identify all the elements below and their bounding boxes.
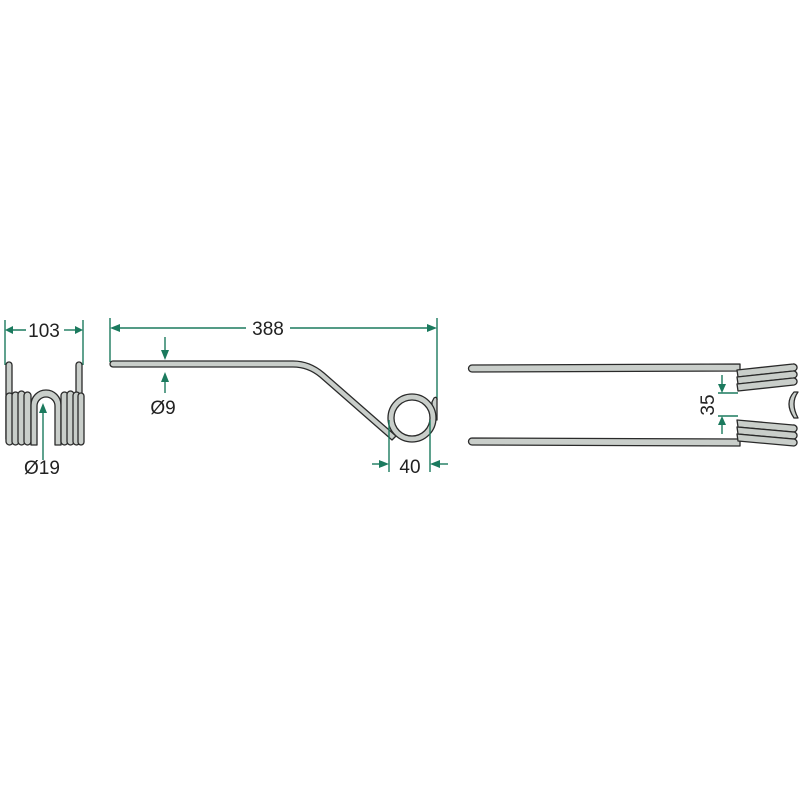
spring-tine-front xyxy=(109,360,438,443)
length-dimension-label: 388 xyxy=(252,319,284,340)
tine-spacing-label: 35 xyxy=(698,394,719,415)
front-view: 388 Ø9 40 xyxy=(109,318,448,478)
loop-width-label: 40 xyxy=(399,457,420,478)
wire-diameter-label: Ø9 xyxy=(150,398,175,419)
spring-coil-side xyxy=(5,361,85,446)
coil-diameter-label: Ø19 xyxy=(24,458,60,479)
coils-upper xyxy=(736,363,798,392)
width-dimension-label: 103 xyxy=(28,321,60,342)
coils-lower xyxy=(736,419,798,447)
side-view: 103 Ø19 xyxy=(4,320,85,479)
top-view: 35 xyxy=(467,363,799,447)
